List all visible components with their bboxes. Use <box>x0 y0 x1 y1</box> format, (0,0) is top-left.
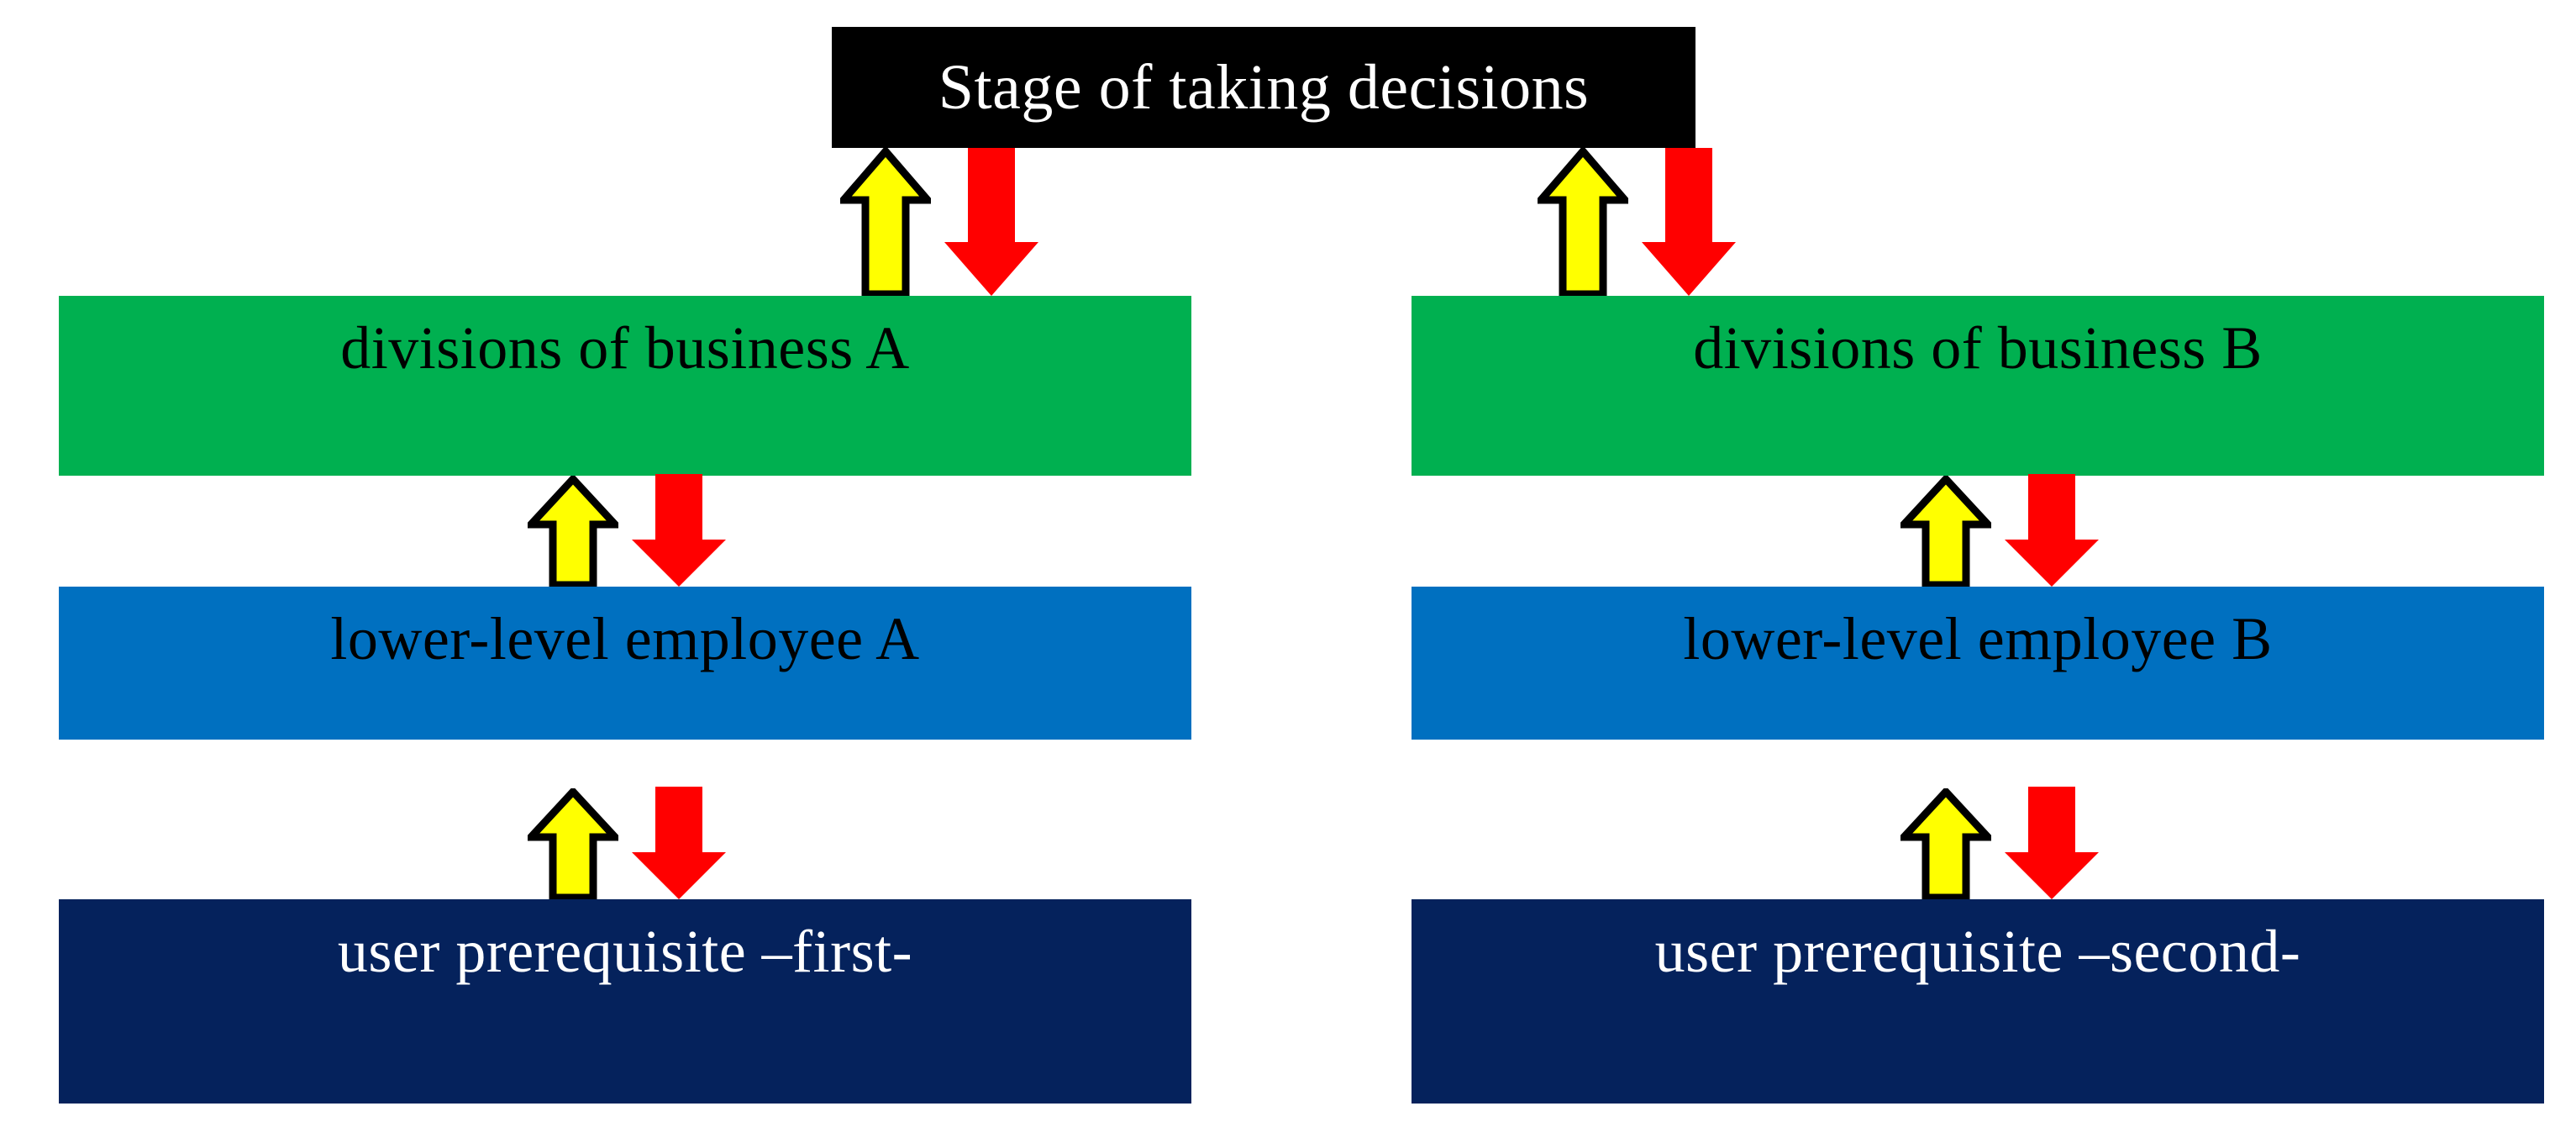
level-box-prereq-second-label: user prerequisite –second- <box>1654 918 2301 985</box>
arrow-up-icon[interactable] <box>1900 476 1991 588</box>
level-box-divisions-a-label: divisions of business A <box>340 314 910 382</box>
arrow-down-icon[interactable] <box>2003 474 2100 588</box>
level-box-prereq-first[interactable]: user prerequisite –first- <box>59 899 1191 1104</box>
level-box-prereq-second[interactable]: user prerequisite –second- <box>1412 899 2544 1104</box>
arrow-down-icon[interactable] <box>630 787 728 901</box>
arrow-down-icon[interactable] <box>630 474 728 588</box>
arrow-up-icon[interactable] <box>528 476 618 588</box>
arrow-up-icon[interactable] <box>840 148 931 298</box>
title-box[interactable]: Stage of taking decisions <box>832 27 1695 148</box>
level-box-employee-a-label: lower-level employee A <box>330 605 920 672</box>
level-box-employee-b-label: lower-level employee B <box>1683 605 2273 672</box>
level-box-employee-a[interactable]: lower-level employee A <box>59 587 1191 740</box>
arrow-down-icon[interactable] <box>1640 148 1737 298</box>
level-box-divisions-a[interactable]: divisions of business A <box>59 296 1191 476</box>
title-box-label: Stage of taking decisions <box>938 52 1590 123</box>
arrow-up-icon[interactable] <box>528 788 618 901</box>
arrow-down-icon[interactable] <box>943 148 1040 298</box>
level-box-divisions-b[interactable]: divisions of business B <box>1412 296 2544 476</box>
level-box-divisions-b-label: divisions of business B <box>1693 314 2263 382</box>
arrow-up-icon[interactable] <box>1900 788 1991 901</box>
level-box-employee-b[interactable]: lower-level employee B <box>1412 587 2544 740</box>
arrow-up-icon[interactable] <box>1538 148 1628 298</box>
level-box-prereq-first-label: user prerequisite –first- <box>337 918 913 985</box>
arrow-down-icon[interactable] <box>2003 787 2100 901</box>
